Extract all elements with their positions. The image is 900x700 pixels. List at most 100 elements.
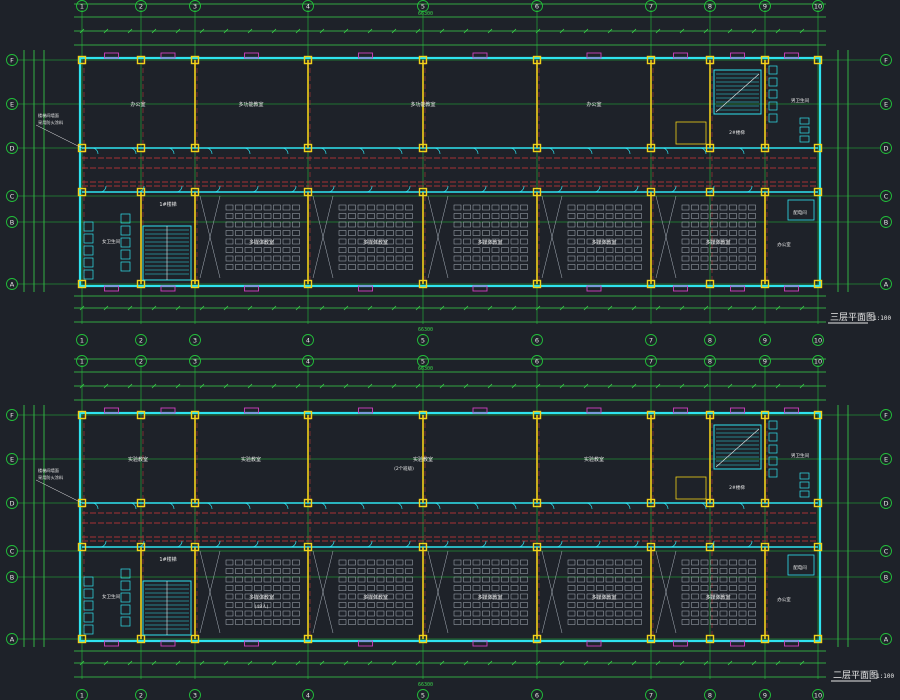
dimension-tick — [367, 660, 373, 666]
dimension-tick — [631, 660, 637, 666]
student-desk — [367, 230, 375, 236]
toilet-stall — [768, 420, 778, 430]
student-desk — [453, 204, 462, 211]
student-desk — [254, 221, 262, 228]
student-desk — [738, 619, 747, 625]
grid-bubble-right — [880, 545, 892, 557]
student-desk — [282, 602, 291, 608]
grid-bubble-top — [417, 0, 429, 12]
grid-bubble-right — [880, 54, 892, 66]
student-desk — [225, 585, 234, 591]
room-label-south: 多媒体教室 — [705, 239, 730, 246]
student-desk — [367, 255, 375, 262]
student-desk — [729, 255, 737, 262]
window-north — [472, 407, 488, 414]
student-desk — [244, 593, 253, 600]
student-desk — [681, 221, 690, 228]
overall-dimension-bottom: 66300 — [418, 682, 433, 688]
student-desk — [292, 593, 300, 600]
student-desk — [225, 610, 234, 617]
dimension-tick — [319, 383, 325, 389]
dimension-tick — [463, 383, 469, 389]
door-swing — [327, 540, 335, 548]
student-desk — [586, 238, 595, 245]
student-desk — [748, 585, 756, 591]
student-desk — [719, 619, 728, 625]
student-desk — [691, 593, 699, 600]
student-desk — [634, 576, 642, 583]
student-desk — [491, 264, 500, 270]
student-desk — [263, 204, 272, 211]
student-desk — [244, 602, 253, 608]
grid-bubble-bottom — [189, 334, 201, 346]
door-swing — [205, 147, 213, 155]
student-desk — [405, 568, 413, 574]
door-swing — [99, 185, 107, 193]
student-desk — [681, 585, 690, 591]
grid-bubble-left — [6, 216, 18, 228]
dimension-tick — [295, 305, 301, 311]
grid-bubble-label: 8 — [708, 3, 712, 11]
student-desk — [605, 585, 614, 591]
student-desk — [501, 619, 509, 625]
grid-bubble-bottom — [704, 334, 716, 346]
stair-2-enclosure — [713, 424, 762, 470]
grid-bubble-label: 4 — [306, 358, 310, 366]
student-desk — [376, 204, 385, 211]
student-desk — [292, 576, 300, 583]
dimension-tick — [271, 28, 277, 34]
dimension-tick — [175, 383, 181, 389]
structural-column — [303, 55, 313, 65]
structural-column — [532, 55, 542, 65]
student-desk — [634, 619, 642, 625]
structural-column — [77, 498, 87, 508]
side-note: 楼梯间墙面 — [38, 467, 59, 474]
student-desk — [615, 213, 623, 219]
student-desk — [738, 238, 747, 245]
window-south — [244, 285, 259, 292]
dimension-tick — [151, 28, 157, 34]
student-desk — [700, 221, 709, 228]
student-desk — [357, 213, 366, 219]
door-swing — [737, 502, 745, 510]
urinal — [799, 481, 810, 489]
window-north — [586, 52, 602, 59]
structural-column — [813, 634, 823, 644]
student-desk — [273, 576, 281, 583]
student-desk — [691, 213, 699, 219]
student-desk — [254, 255, 262, 262]
student-desk — [567, 593, 576, 600]
grid-bubble-label: 7 — [649, 692, 653, 700]
student-desk — [577, 585, 585, 591]
grid-bubble-top — [759, 355, 771, 367]
dimension-tick — [775, 383, 781, 389]
student-desk — [729, 619, 737, 625]
plan-scale-lower: 1:100 — [876, 673, 894, 680]
student-desk — [596, 264, 604, 270]
grid-bubble-left — [6, 545, 18, 557]
structural-column — [77, 634, 87, 644]
student-desk — [634, 221, 642, 228]
room-label-north: 实验教室 — [413, 456, 433, 463]
dimension-tick — [223, 660, 229, 666]
grid-bubble-top — [76, 0, 88, 12]
student-desk — [482, 204, 490, 211]
student-desk — [700, 568, 709, 574]
student-desk — [244, 576, 253, 583]
student-desk — [376, 568, 385, 574]
student-desk — [634, 602, 642, 608]
student-desk — [634, 568, 642, 574]
student-desk — [292, 255, 300, 262]
student-desk — [225, 238, 234, 245]
student-desk — [235, 255, 243, 262]
student-desk — [482, 585, 490, 591]
student-desk — [338, 610, 347, 617]
student-desk — [367, 247, 375, 253]
student-desk — [348, 576, 356, 583]
small-office — [675, 121, 707, 145]
student-desk — [596, 585, 604, 591]
window-south — [784, 640, 799, 647]
grid-bubble-label: 4 — [306, 692, 310, 700]
room-note: (48人) — [255, 604, 269, 610]
structural-column — [190, 634, 200, 644]
